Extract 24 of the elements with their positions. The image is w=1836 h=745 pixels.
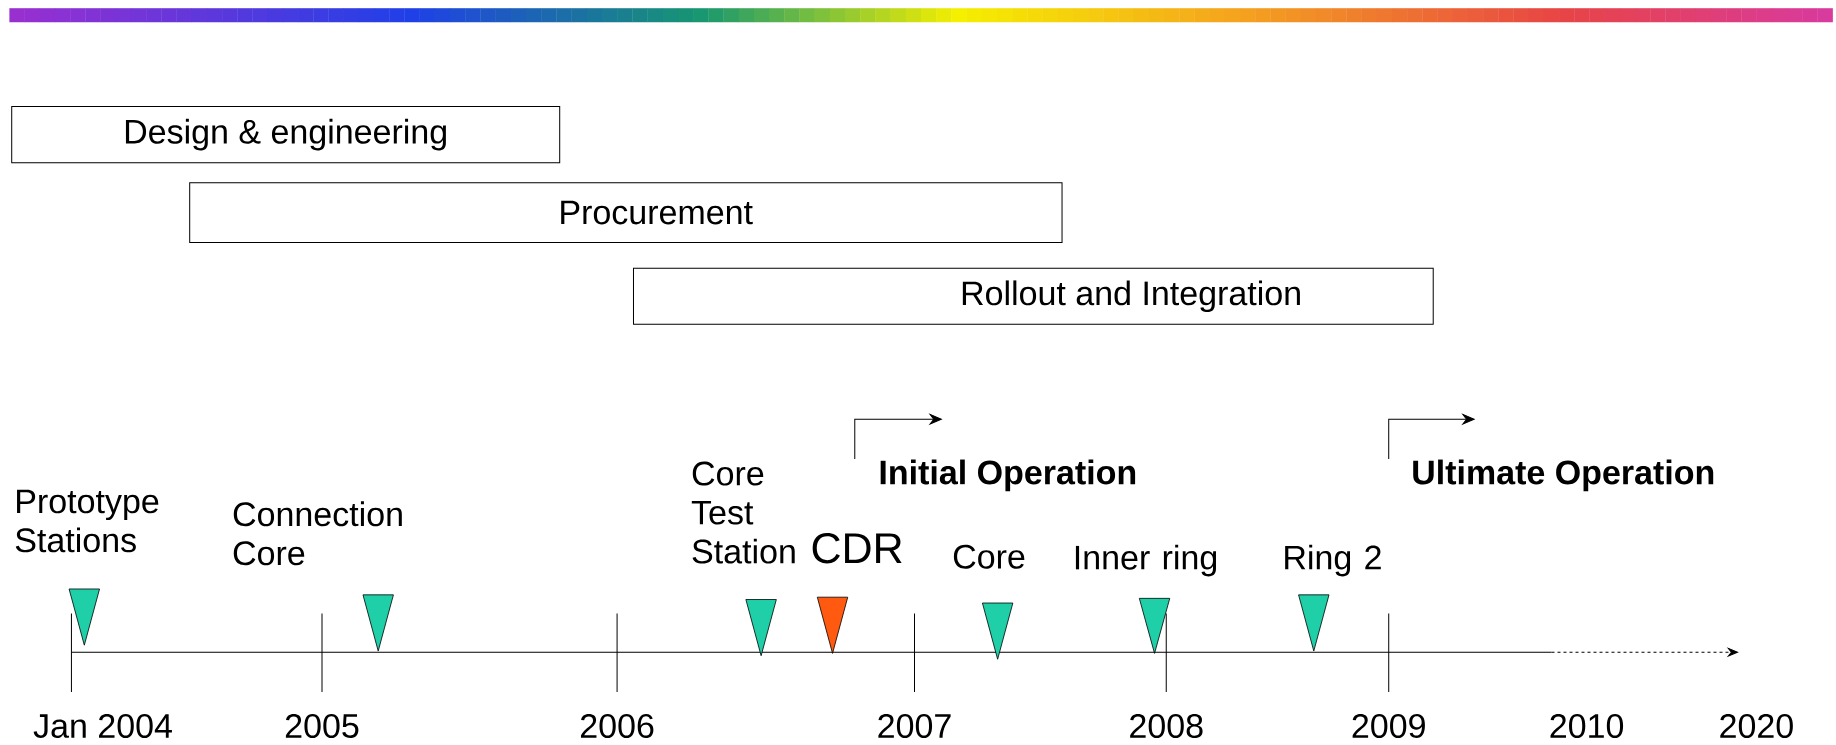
milestone-marker <box>816 596 849 654</box>
milestone-label: CDR <box>812 532 902 564</box>
bar-box: Design & engineering <box>11 106 561 164</box>
bar-box: Rollout and Integration <box>633 267 1434 325</box>
milestone-marker <box>745 599 777 657</box>
milestone-label: Connection Core <box>233 501 402 566</box>
year-label: 2010 <box>1550 713 1624 738</box>
milestone-label: Core Test Station <box>691 461 795 564</box>
milestone-heading: Ultimate Operation <box>1413 459 1714 492</box>
milestone-marker <box>362 594 394 652</box>
year-label: 2008 <box>1130 713 1203 738</box>
year-label: 2020 <box>1720 713 1793 738</box>
year-label: 2006 <box>580 713 654 738</box>
milestone-label: Core <box>953 544 1025 569</box>
year-label: 2007 <box>878 713 951 738</box>
milestone-heading: Initial Operation <box>880 459 1136 492</box>
milestone-marker <box>1298 594 1330 652</box>
milestone-label: Ring 2 <box>1285 544 1381 577</box>
milestone-marker <box>1138 597 1171 654</box>
milestone-label: Prototype Stations <box>15 489 159 553</box>
milestone-marker <box>982 602 1014 660</box>
milestone-label: Inner ring <box>1075 544 1217 577</box>
milestone-marker <box>68 588 100 646</box>
bar-box: Procurement <box>189 182 1063 243</box>
